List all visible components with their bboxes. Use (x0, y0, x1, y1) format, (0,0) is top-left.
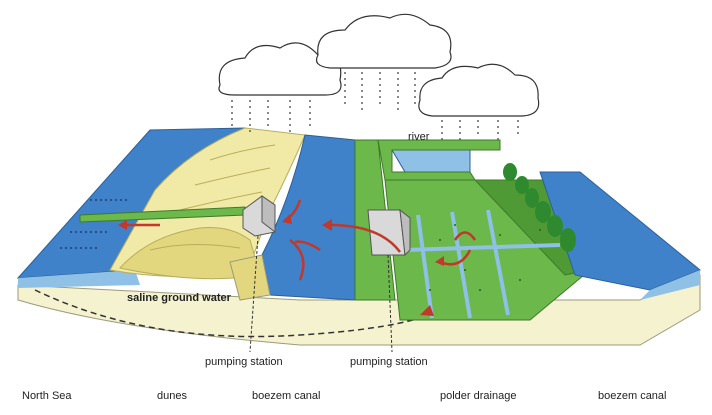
dune-ridges (149, 144, 276, 251)
label-pumping-station-left: pumping station (205, 356, 283, 368)
bottom-label-boezem-canal-left: boezem canal (252, 390, 321, 402)
pumping-station-right-leader (387, 254, 393, 353)
water-flow-arrows (125, 199, 477, 281)
label-saline-ground-water: saline ground water (127, 292, 231, 304)
label-pumping-station-right: pumping station (350, 356, 428, 368)
tree-row (503, 163, 576, 252)
cloud-right (418, 63, 540, 117)
dunes-lower (119, 227, 261, 280)
bottom-label-dunes: dunes (157, 390, 187, 402)
bottom-label-boezem-canal-right: boezem canal (598, 390, 667, 402)
cloud-center (315, 13, 452, 69)
saline-groundwater-flow (34, 289, 421, 338)
pumping-station-right-side (399, 208, 411, 257)
pumping-station-left-leader (249, 235, 259, 353)
boezem-canal-right-front (640, 270, 700, 300)
rain (231, 72, 519, 142)
polder-dots (429, 224, 541, 291)
polder-drainage-ditches (404, 209, 561, 319)
pumping-station-left-side (261, 195, 276, 234)
bottom-label-polder-drainage: polder drainage (440, 390, 517, 402)
river (391, 149, 471, 173)
bottom-label-north-sea: North Sea (22, 390, 72, 402)
arrow-heads (118, 214, 444, 316)
sea-wave-marks (60, 199, 130, 249)
dike-left (229, 254, 271, 301)
north-sea-front (18, 270, 140, 288)
label-river: river (408, 131, 430, 143)
